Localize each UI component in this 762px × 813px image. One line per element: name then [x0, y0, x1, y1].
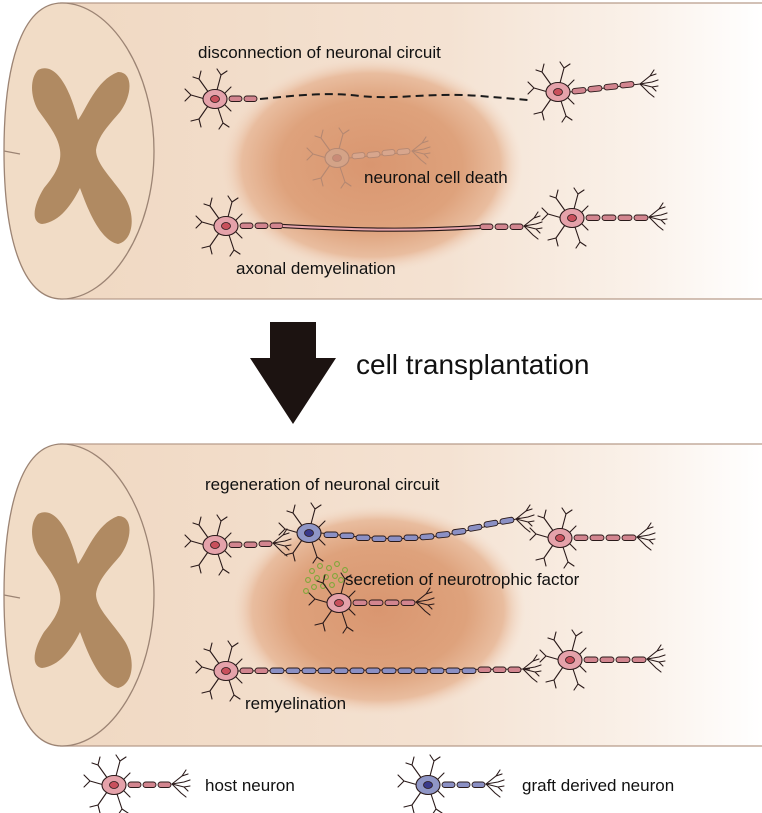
label-regeneration: regeneration of neuronal circuit — [205, 475, 440, 494]
disconnected-axon-dashed — [259, 93, 529, 101]
gray-matter-bottom — [32, 512, 132, 688]
bottom-panel: regeneration of neuronal circuit secreti… — [3, 443, 762, 747]
legend-graft-label: graft derived neuron — [522, 776, 674, 795]
label-secretion: secretion of neurotrophic factor — [345, 570, 580, 589]
host-neuron-remyelinated-right — [539, 629, 666, 691]
host-neuron-disconnected-left — [184, 68, 258, 130]
label-axonal-demyelination: axonal demyelination — [236, 259, 396, 278]
gray-matter-top — [32, 68, 132, 245]
graft-neuron-relay — [278, 502, 535, 564]
legend: host neuron graft derived neuron — [83, 754, 674, 813]
host-neuron-regenerated-right — [529, 507, 656, 569]
label-remyelination: remyelination — [245, 694, 346, 713]
lesion-area-bottom — [230, 504, 526, 716]
legend-graft-neuron-icon — [397, 754, 505, 813]
host-neuron-disconnected-right — [527, 61, 659, 123]
label-cell-transplantation: cell transplantation — [356, 349, 589, 380]
lesion-area-top — [219, 57, 523, 273]
legend-host-label: host neuron — [205, 776, 295, 795]
top-panel: disconnection of neuronal circuit neuron… — [3, 2, 762, 300]
remyelinated-axon — [237, 654, 542, 683]
dead-neuron — [306, 127, 431, 189]
graft-neuron-secreting — [308, 572, 435, 634]
label-disconnection: disconnection of neuronal circuit — [198, 43, 441, 62]
host-neuron-demyelinated-left — [195, 195, 284, 257]
transition: cell transplantation — [250, 322, 589, 424]
host-neuron-demyelinated-right — [479, 187, 668, 249]
neurotrophic-factor-dots — [303, 561, 348, 594]
host-neuron-regenerated-left — [184, 514, 292, 576]
down-arrow-icon — [250, 322, 336, 424]
label-neuronal-cell-death: neuronal cell death — [364, 168, 508, 187]
legend-host-neuron-icon — [83, 754, 191, 813]
